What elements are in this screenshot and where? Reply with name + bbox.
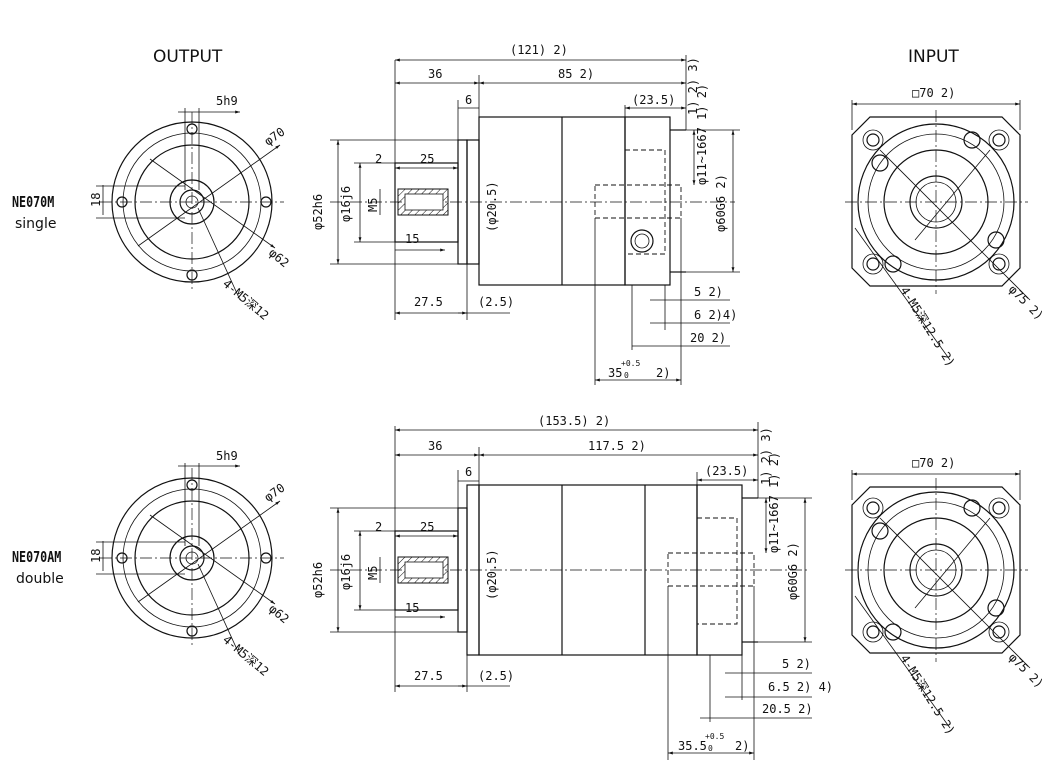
model-type-bottom: double xyxy=(16,571,64,587)
shaft-dia-label: φ16j6 xyxy=(339,186,353,222)
model-name-top: NE070M xyxy=(12,193,55,211)
flange-thickness-label-bottom: 6 xyxy=(465,465,472,479)
model-name-bottom: NE070AM xyxy=(12,548,62,566)
total-length-label-bottom: (153.5) 2) xyxy=(538,414,610,428)
dim-d4-label: 35 xyxy=(608,366,622,380)
dim-d2-label-bottom: 6.5 2) 4) xyxy=(768,680,833,694)
input-pcd-label: φ75 2) xyxy=(1006,282,1047,323)
side-dimensions-bottom xyxy=(330,422,812,760)
shaft-length-label: 27.5 xyxy=(414,295,443,309)
output-header: OUTPUT xyxy=(153,47,223,67)
gap-label-bottom: (2.5) xyxy=(478,669,514,683)
spigot-dia-label: φ52h6 xyxy=(311,194,325,230)
dim-d1-label: 5 2) xyxy=(694,285,723,299)
dim-d4-label-bottom: 35.5 xyxy=(678,739,707,753)
input-pcd-label-bottom: φ75 2) xyxy=(1006,650,1047,691)
holes-label: 4-M5深12 xyxy=(220,277,271,323)
input-holes-label: 4-M5深12.5 2) xyxy=(897,284,957,369)
dim-d4-tol-upper: +0.5 xyxy=(621,359,640,368)
input-header: INPUT xyxy=(908,47,959,67)
gearbox-side-view-bottom xyxy=(330,484,810,656)
key-length-label: 25 xyxy=(420,152,434,166)
key-dia-label: (φ20.5) xyxy=(485,181,499,232)
output-flange-view-bottom xyxy=(96,463,284,657)
dim-d2-label: 6 2)4) xyxy=(694,308,737,322)
dim-d3-label: 20 2) xyxy=(690,331,726,345)
key-width-label: 5h9 xyxy=(216,94,238,108)
key-height-label: 18 xyxy=(89,193,103,207)
input-bore-label: φ11~1667 1) 2) xyxy=(695,84,709,185)
thread-label-bottom: M5 xyxy=(366,566,380,580)
pilot-label: φ60G6 2) xyxy=(714,174,728,232)
thread-label: M5 xyxy=(366,198,380,212)
gap-label: (2.5) xyxy=(478,295,514,309)
dim-d4-tol-lower-bottom: 0 xyxy=(708,744,713,753)
input-square-label-bottom: □70 2) xyxy=(912,456,955,470)
spigot-label-bottom: φ62 xyxy=(266,602,292,627)
motor-flange-label: (23.5) xyxy=(632,93,675,107)
input-square-label: □70 2) xyxy=(912,86,955,100)
spigot-label: φ62 xyxy=(266,246,292,271)
key-offset-label-bottom: 2 xyxy=(375,520,382,534)
total-refs-label: 1) 2) 3) xyxy=(686,57,700,115)
pcd-label: φ70 xyxy=(262,125,288,149)
model-type-top: single xyxy=(15,216,57,232)
shaft-dia-label-bottom: φ16j6 xyxy=(339,554,353,590)
dim-d4-tol-lower: 0 xyxy=(624,371,629,380)
input-flange-view-bottom xyxy=(845,470,1031,729)
input-holes-label-bottom: 4-M5深12.5 2) xyxy=(897,652,957,737)
front-length-label-bottom: 36 xyxy=(428,439,442,453)
output-flange-view-top xyxy=(96,108,284,301)
shaft-length-label-bottom: 27.5 xyxy=(414,669,443,683)
thread-depth-label-bottom: 15 xyxy=(405,601,419,615)
body-length-label: 85 2) xyxy=(558,67,594,81)
motor-flange-label-bottom: (23.5) xyxy=(705,464,748,478)
input-bore-label-bottom: φ11~1667 1) 2) xyxy=(767,452,781,553)
pcd-label-bottom: φ70 xyxy=(262,481,288,505)
holes-label-bottom: 4-M5深12 xyxy=(220,633,271,679)
dim-d4-tol-upper-bottom: +0.5 xyxy=(705,732,724,741)
front-length-label: 36 xyxy=(428,67,442,81)
side-dimensions-top xyxy=(330,55,740,385)
spigot-dia-label-bottom: φ52h6 xyxy=(311,562,325,598)
dim-d4-note: 2) xyxy=(656,366,670,380)
key-dia-label-bottom: (φ20.5) xyxy=(485,549,499,600)
gearbox-side-view-top xyxy=(330,116,735,286)
total-refs-label-bottom: 1) 2) 3) xyxy=(759,427,773,485)
flange-thickness-label: 6 xyxy=(465,93,472,107)
dim-d3-label-bottom: 20.5 2) xyxy=(762,702,813,716)
dim-d4-note-bottom: 2) xyxy=(735,739,749,753)
input-flange-view-top xyxy=(845,100,1031,361)
dim-d1-label-bottom: 5 2) xyxy=(782,657,811,671)
key-length-label-bottom: 25 xyxy=(420,520,434,534)
pilot-label-bottom: φ60G6 2) xyxy=(786,542,800,600)
total-length-label: (121) 2) xyxy=(510,43,568,57)
key-width-label-bottom: 5h9 xyxy=(216,449,238,463)
key-height-label-bottom: 18 xyxy=(89,549,103,563)
body-length-label-bottom: 117.5 2) xyxy=(588,439,646,453)
key-offset-label: 2 xyxy=(375,152,382,166)
thread-depth-label: 15 xyxy=(405,232,419,246)
